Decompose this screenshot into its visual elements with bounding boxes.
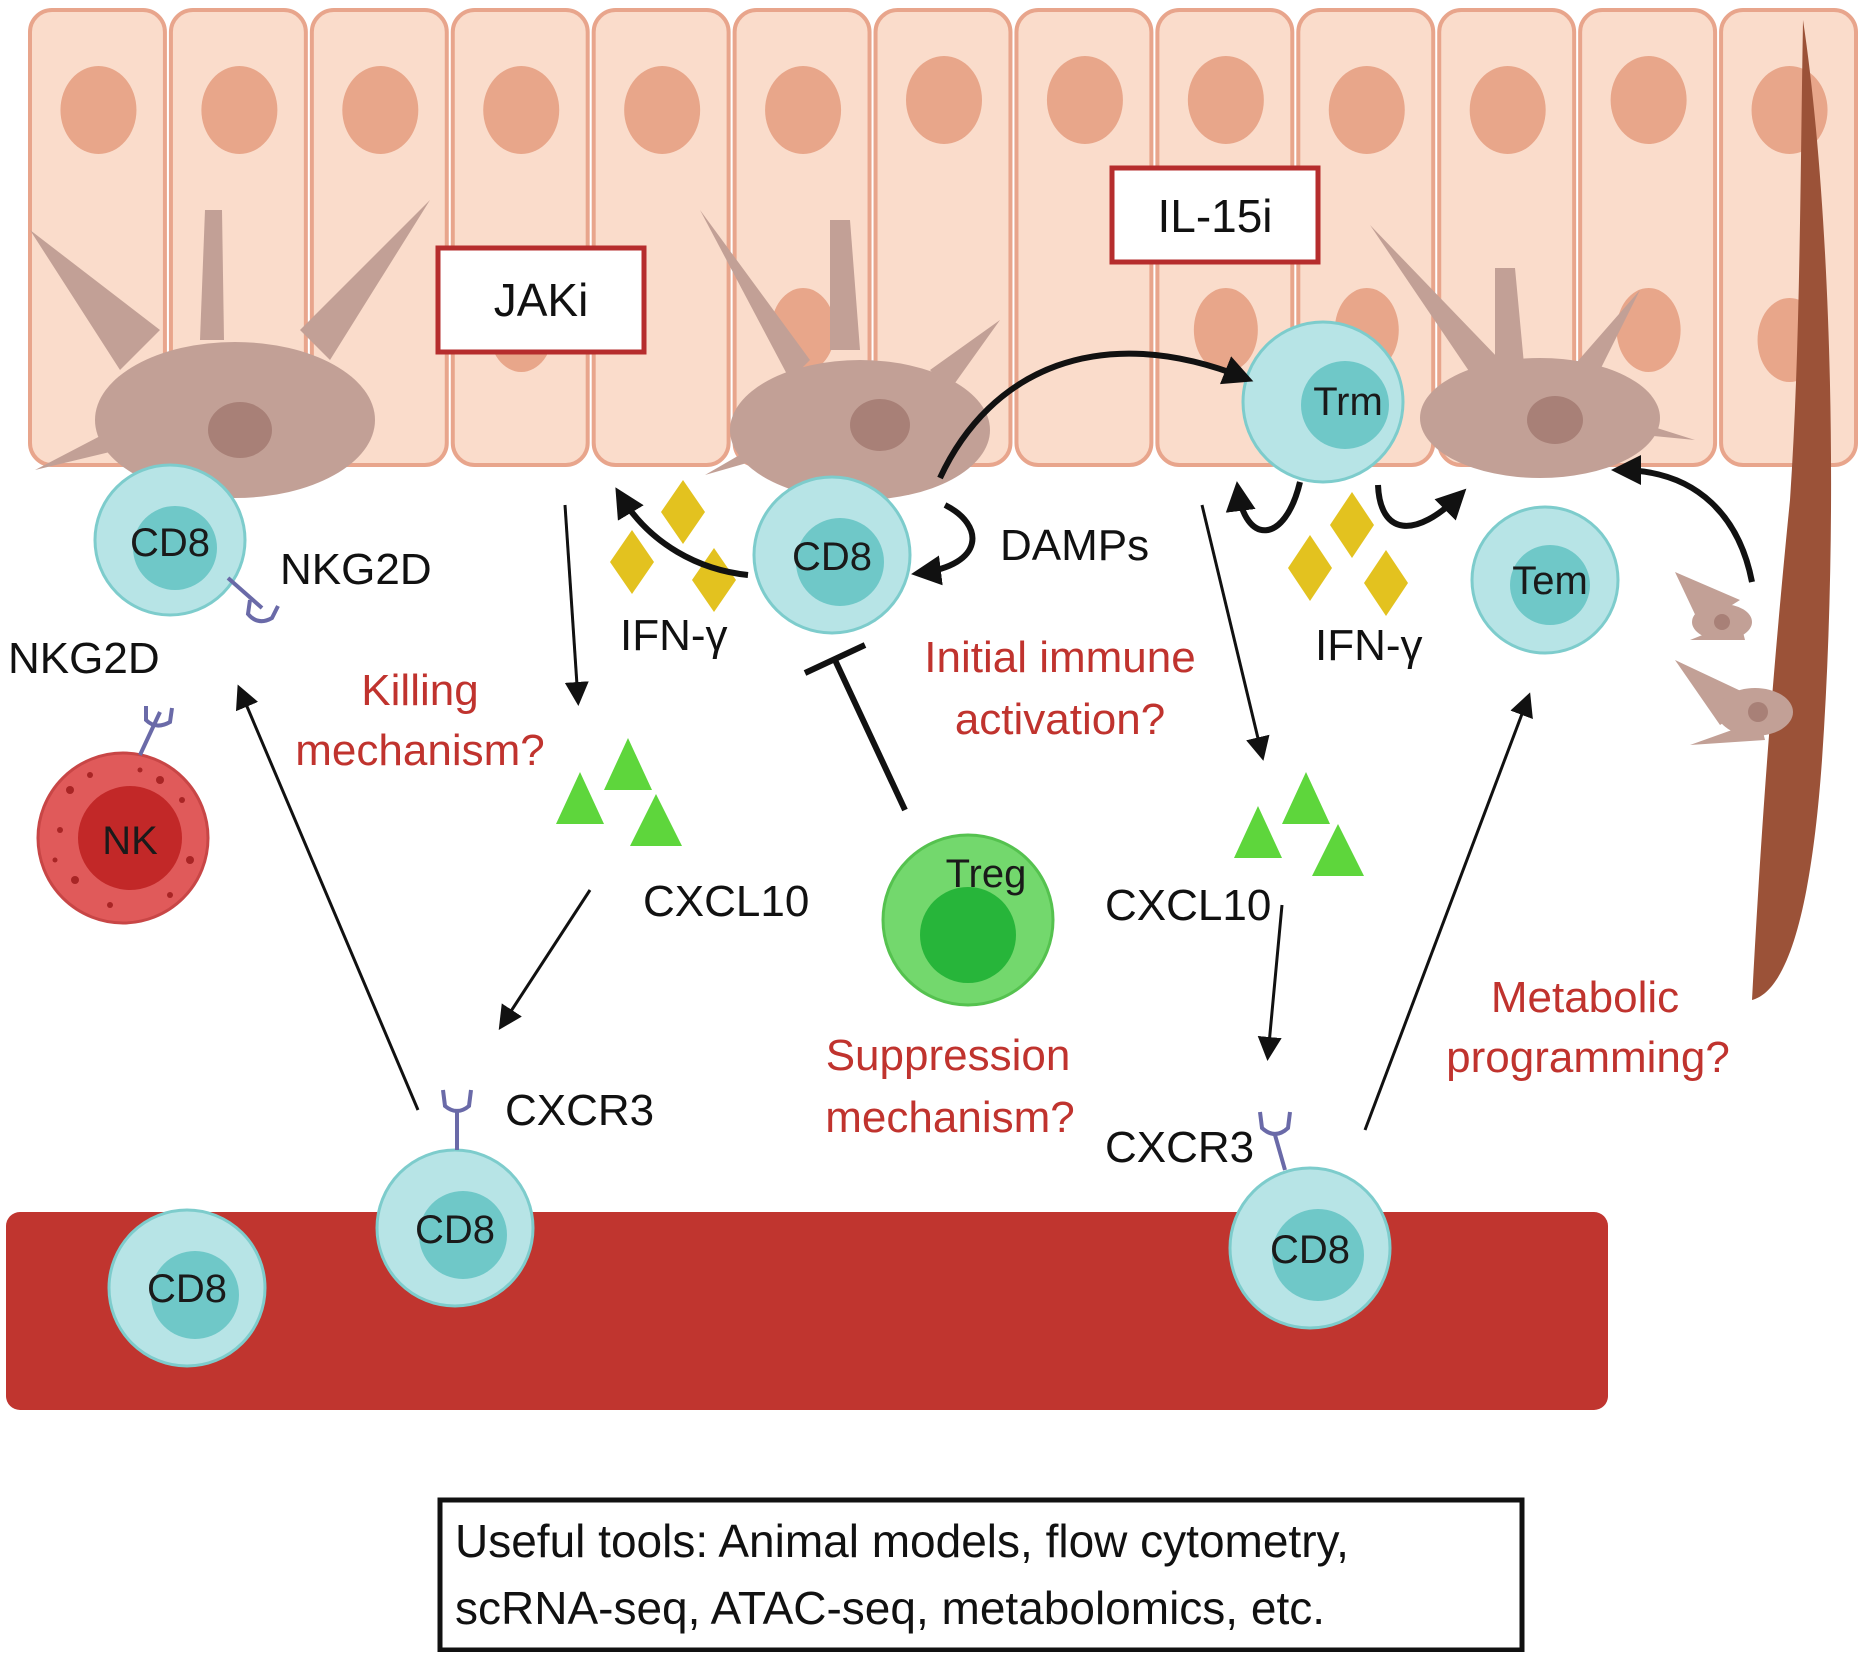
svg-text:NK: NK [102,819,158,863]
arrow-damps-to-cd8 [911,502,976,586]
tem-cell: Tem [1470,505,1620,655]
arrow-cd8-ifng-to-melanocyte [615,487,749,578]
ifng-molecules-left [610,480,736,612]
epithelial-nucleus [624,66,701,154]
cxcr3-label-left: CXCR3 [505,1086,654,1135]
arrow-vessel-cd8-to-tem [1363,692,1533,1131]
epithelial-nucleus [765,66,842,154]
treg-inhibition-line [832,658,908,812]
arrow-cxcl10-to-cxcr3-left [498,889,592,1031]
ifng-label-right: IFN-γ [1315,621,1423,670]
epithelial-nucleus [60,66,137,154]
cd8-cell-top-left: CD8 [93,463,247,617]
cxcl10-molecules-right [1234,772,1364,876]
cd8-cell-center: CD8 [752,475,912,635]
damps-label: DAMPs [1000,521,1149,570]
nkg2d-label-nk: NKG2D [8,634,160,683]
cxcr3-label-right: CXCR3 [1105,1123,1254,1172]
svg-text:Trm: Trm [1313,380,1383,424]
useful-tools-line2: scRNA-seq, ATAC-seq, metabolomics, etc. [455,1582,1325,1634]
epithelial-nucleus [1610,56,1687,144]
epithelial-nucleus [1469,66,1546,154]
suppression-question-line1: Suppression [826,1031,1071,1080]
cxcl10-molecules-left [556,738,682,846]
killing-question-line2: mechanism? [295,726,544,775]
melanocyte-center [700,210,1000,500]
epithelial-nucleus [906,56,982,144]
svg-text:CD8: CD8 [415,1208,495,1252]
il15i-box: IL-15i [1109,165,1321,265]
epithelial-cell [1578,8,1718,467]
ifng-molecules-right [1288,492,1408,616]
nk-cell: NK [36,751,210,925]
cd8-cell-vessel-b: CD8 [375,1148,535,1308]
svg-text:CD8: CD8 [792,535,872,579]
arrow-vessel-cd8-to-cd8-top [235,684,420,1111]
cxcr3-receptor-right [1258,1111,1292,1171]
arrow-dermal-to-melanocyte [1611,455,1755,583]
treg-inhibition-bar [803,642,867,676]
suppression-question-line2: mechanism? [825,1093,1074,1142]
jaki-label: JAKi [494,274,589,326]
melanocyte-right [1370,225,1695,478]
arrow-il15-to-cxcl10-right [1200,504,1270,761]
epithelial-nucleus [1046,56,1123,144]
nkg2d-receptor-nk [138,706,174,756]
svg-text:Tem: Tem [1512,559,1588,603]
treg-cell: Treg [881,833,1055,1007]
nkg2d-receptor-cd8 [226,576,280,624]
initial-question-line1: Initial immune [924,633,1195,682]
metabolic-question-line2: programming? [1446,1033,1730,1082]
epithelial-nucleus [201,66,278,154]
arrow-trm-ifng-right [1375,484,1467,529]
cxcl10-label-right: CXCL10 [1105,881,1271,930]
ifng-label-left: IFN-γ [620,611,728,660]
arrows [235,350,1755,1131]
epithelial-nucleus [342,66,419,154]
epithelial-nucleus [1616,288,1681,372]
nkg2d-label-cd8: NKG2D [280,545,432,594]
epithelial-nucleus [1328,66,1405,154]
arrow-cxcl10-right-to-cxcr3 [1257,904,1284,1061]
killing-question-line1: Killing [361,666,478,715]
arrow-jaki-to-cxcl10 [563,504,589,706]
il15i-label: IL-15i [1157,190,1272,242]
svg-text:CD8: CD8 [147,1267,227,1311]
initial-question-line2: activation? [955,695,1165,744]
epithelial-nucleus [1187,56,1264,144]
cd8-cell-vessel-a: CD8 [107,1208,267,1368]
jaki-box: JAKi [435,245,647,355]
svg-text:CD8: CD8 [1270,1228,1350,1272]
cxcr3-receptor-left [441,1089,473,1150]
svg-text:Treg: Treg [946,852,1027,896]
useful-tools-line1: Useful tools: Animal models, flow cytome… [455,1515,1349,1567]
metabolic-question-line1: Metabolic [1491,973,1679,1022]
trm-cell: Trm [1241,320,1405,484]
dermal-cells [1675,572,1793,745]
useful-tools-box: Useful tools: Animal models, flow cytome… [437,1497,1525,1653]
epithelial-nucleus [1193,288,1258,372]
svg-text:CD8: CD8 [130,521,210,565]
arrow-melanocyte-to-trm [937,350,1254,480]
epithelial-nucleus [483,66,560,154]
melanocyte-left [30,200,430,498]
hair-follicle [1752,20,1832,1000]
arrow-trm-ifng-left [1225,481,1303,534]
cd8-cell-vessel-c: CD8 [1228,1166,1392,1330]
cxcl10-label-left: CXCL10 [643,877,809,926]
